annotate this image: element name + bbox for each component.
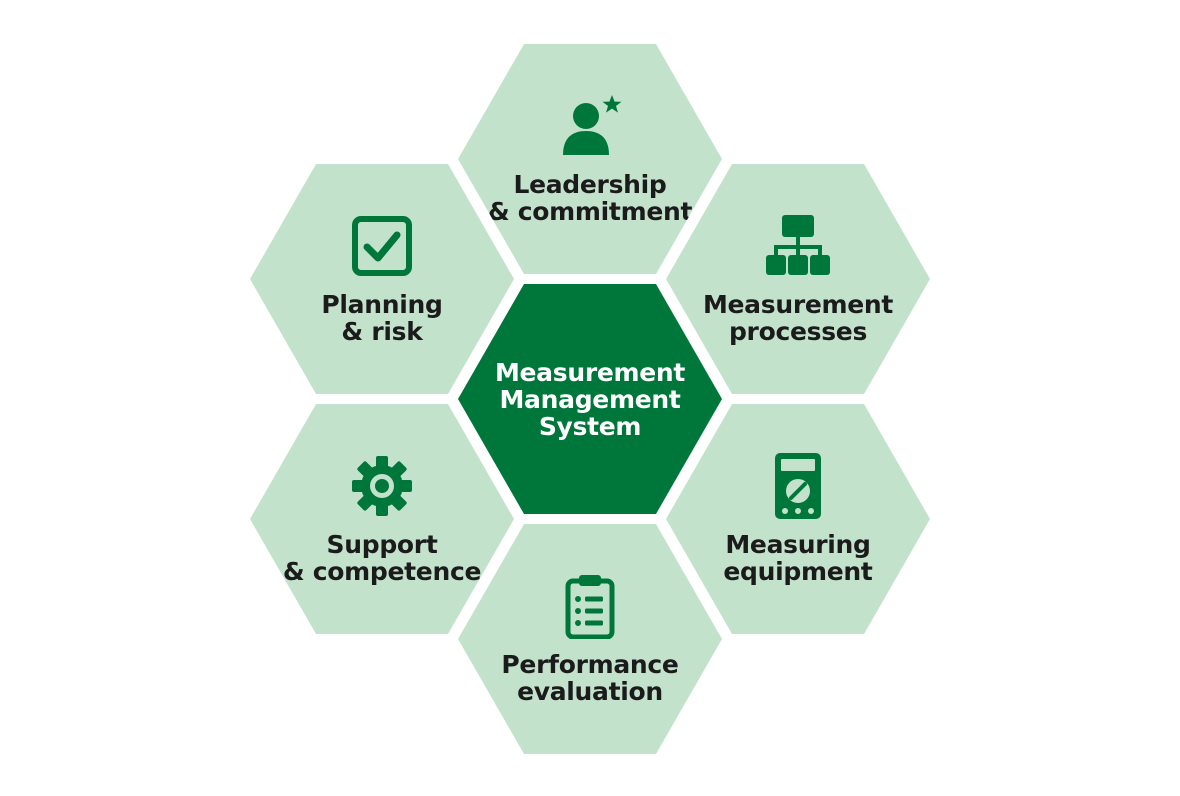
multimeter-icon [765, 453, 831, 519]
hex-label: Leadership & commitment [487, 170, 693, 226]
hex-planning-risk: Planning & risk [250, 164, 514, 394]
leader-star-icon [557, 93, 623, 159]
label-line: Management [499, 384, 681, 414]
label-line: Support [326, 530, 438, 559]
hex-measuring-equipment: Measuring equipment [666, 404, 930, 634]
hex-center-mms: Measurement Management System [458, 284, 722, 514]
center-label: Measurement Management System [495, 359, 685, 440]
label-line: Planning [321, 290, 443, 319]
label-line: Measurement [494, 357, 686, 387]
hex-performance-evaluation: Performance evaluation [458, 524, 722, 754]
label-line: equipment [723, 557, 873, 586]
label-line: Measuring [725, 530, 871, 559]
label-line: Leadership [513, 170, 667, 199]
clipboard-checklist-icon [557, 573, 623, 639]
label-line: System [538, 411, 642, 441]
hex-measurement-processes: Measurement processes [666, 164, 930, 394]
label-line: & competence [282, 557, 482, 586]
org-chart-icon [765, 213, 831, 279]
label-line: processes [728, 317, 868, 346]
gear-icon [349, 453, 415, 519]
label-line: & risk [341, 317, 423, 346]
hex-label: Performance evaluation [501, 651, 678, 705]
label-line: & commitment [487, 197, 693, 226]
hex-support-competence: Support & competence [250, 404, 514, 634]
hex-leadership-commitment: Leadership & commitment [458, 44, 722, 274]
label-line: Performance [501, 650, 679, 679]
label-line: Measurement [702, 290, 894, 319]
hex-label: Support & competence [282, 530, 482, 586]
hex-label: Planning & risk [321, 290, 443, 346]
label-line: evaluation [517, 677, 663, 706]
hex-label: Measuring equipment [723, 531, 872, 585]
hex-label: Measurement processes [703, 291, 893, 345]
checkbox-icon [349, 213, 415, 279]
